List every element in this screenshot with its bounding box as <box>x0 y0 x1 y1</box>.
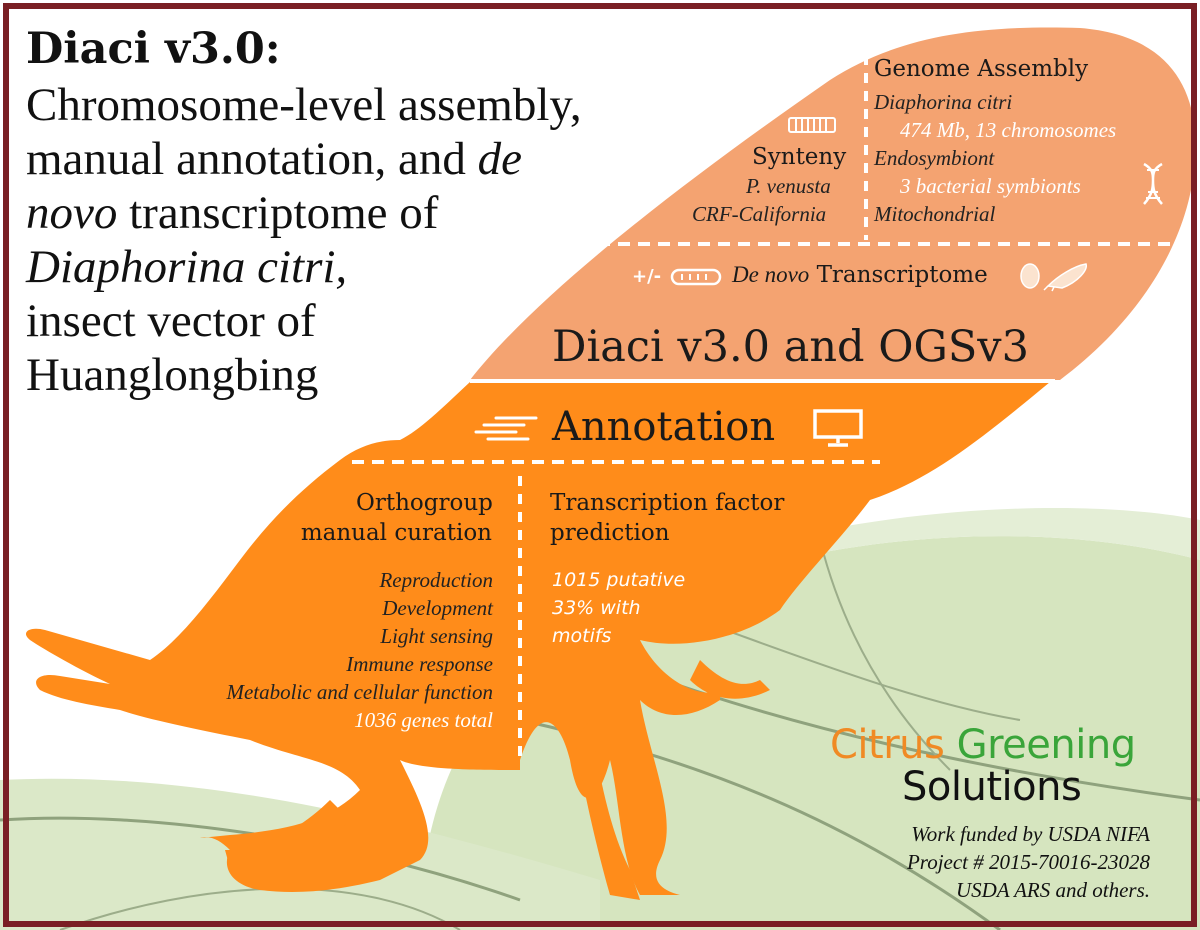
transcription-factor-list: 1015 putative 33% with motifs <box>552 566 685 650</box>
orthogroup-item: Metabolic and cellular function <box>226 680 493 704</box>
orthogroup-heading: manual curation <box>300 520 492 546</box>
credit-line: Project # 2015-70016-23028 <box>906 850 1150 874</box>
dna-helix-icon <box>1143 162 1163 205</box>
title-segment: de <box>477 133 522 185</box>
genome-assembly-line: Endosymbiont <box>874 146 995 170</box>
title-segment: transcriptome of <box>117 187 439 239</box>
title-segment: manual annotation, and <box>26 133 478 185</box>
transcriptome-italic: De novo <box>732 262 810 287</box>
poster-title-bold: Diaci v3.0: <box>26 24 281 74</box>
synteny-line: P. venusta <box>746 174 831 198</box>
title-line: manual annotation, and de <box>26 132 582 186</box>
genome-assembly-line: 3 bacterial symbionts <box>900 174 1081 198</box>
poster-frame <box>3 3 1197 927</box>
orthogroup-item: Light sensing <box>380 624 493 648</box>
credit-line: USDA ARS and others. <box>955 878 1150 902</box>
transcription-factor-item: motifs <box>552 625 612 647</box>
genome-assembly-line: Diaphorina citri <box>874 90 1013 114</box>
separators <box>352 55 1170 758</box>
poster-title: Chromosome-level assembly,manual annotat… <box>26 78 582 402</box>
synteny-heading: Synteny <box>752 144 847 170</box>
logo-word-greening: Greening <box>956 722 1137 768</box>
transcription-factor-item: 33% with <box>552 597 641 619</box>
transcription-factor-item: 1015 putative <box>552 569 686 591</box>
orthogroup-item: Reproduction <box>379 568 493 592</box>
title-line: Diaphorina citri, <box>26 240 582 294</box>
title-line: insect vector of <box>26 294 582 348</box>
transcription-factor-heading: Transcription factor <box>550 490 785 516</box>
orthogroup-item: Development <box>382 596 493 620</box>
text-lines-icon <box>474 416 538 441</box>
annotation-banner: Annotation <box>552 404 776 450</box>
logo: Citrus Greening <box>830 722 1136 768</box>
orthogroup-heading: Orthogroup <box>356 490 493 516</box>
credit-line: Work funded by USDA NIFA <box>911 822 1150 846</box>
transcriptome-title: De novo Transcriptome <box>732 262 988 288</box>
title-segment: Diaphorina citri, <box>26 241 348 293</box>
egg-icon <box>1020 263 1040 289</box>
genome-assembly-line: Mitochondrial <box>874 202 996 226</box>
title-line: novo transcriptome of <box>26 186 582 240</box>
logo-word-solutions: Solutions <box>902 764 1082 810</box>
orthogroup-item: Immune response <box>346 652 493 676</box>
orthogroup-item: 1036 genes total <box>354 708 493 732</box>
genome-assembly-heading: Genome Assembly <box>874 56 1089 82</box>
title-line: Huanglongbing <box>26 348 582 402</box>
logo-word-citrus: Citrus <box>830 722 945 768</box>
title-line: Chromosome-level assembly, <box>26 78 582 132</box>
transcriptome-prefix: +/- <box>632 266 662 287</box>
synteny-line: CRF-California <box>692 202 827 226</box>
transcription-factor-heading: prediction <box>550 520 670 546</box>
psyllid-icon <box>1043 263 1087 292</box>
bacterium-icon <box>670 268 722 286</box>
title-segment: Huanglongbing <box>26 349 319 401</box>
title-segment: Chromosome-level assembly, <box>26 79 582 131</box>
transcriptome-icons <box>1020 263 1087 292</box>
monitor-icon <box>813 409 863 447</box>
insect-silhouette <box>25 27 1196 900</box>
genome-assembly-line: 474 Mb, 13 chromosomes <box>900 118 1117 142</box>
title-segment: insect vector of <box>26 295 316 347</box>
title-segment: novo <box>26 187 118 239</box>
transcriptome-rest: Transcriptome <box>809 262 988 288</box>
assembly-banner: Diaci v3.0 and OGSv3 <box>552 322 1029 372</box>
chromosome-icon <box>788 117 836 133</box>
